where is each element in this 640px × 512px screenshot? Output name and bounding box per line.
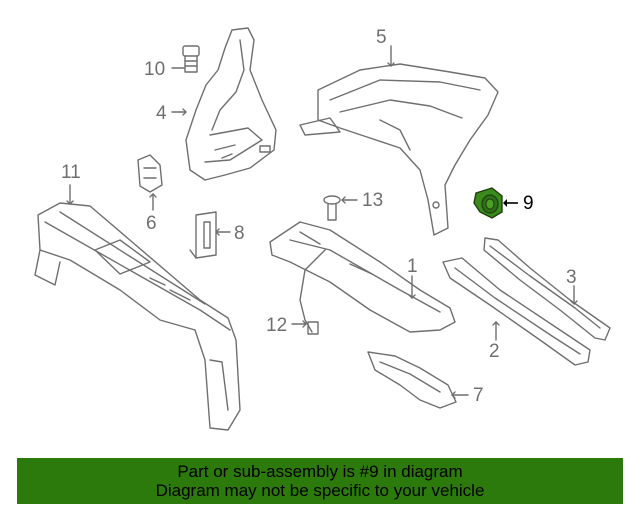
part-11-radiator-support (34, 202, 241, 431)
part-6-small-bracket (137, 154, 163, 193)
callout-11: 11 (61, 162, 81, 183)
part-4-bracket (185, 27, 277, 181)
callout-1: 1 (407, 256, 418, 277)
callout-8: 8 (234, 223, 245, 244)
callout-13: 13 (362, 190, 384, 211)
callout-12: 12 (266, 315, 288, 336)
part-10-plug (182, 45, 200, 73)
callout-6: 6 (146, 213, 157, 234)
part-1-crossmember (269, 221, 456, 333)
part-2-bar (442, 257, 591, 366)
callout-5: 5 (376, 27, 387, 48)
callout-9[interactable]: 9 (523, 193, 534, 214)
banner-line-1: Part or sub-assembly is #9 in diagram (177, 462, 463, 481)
part-5-upper-frame (299, 63, 499, 236)
banner-line-2: Diagram may not be specific to your vehi… (155, 481, 485, 500)
callout-10: 10 (144, 59, 166, 80)
leader-lines (66, 45, 578, 399)
part-8-bracket (189, 211, 217, 259)
part-7-lower-bracket (367, 351, 457, 409)
info-banner: Part or sub-assembly is #9 in diagram Di… (17, 458, 623, 504)
part-13-bolt (323, 195, 341, 221)
callout-7: 7 (473, 385, 484, 406)
parts-diagram (34, 27, 611, 431)
callout-4: 4 (156, 103, 167, 124)
callout-2: 2 (489, 341, 500, 362)
part-9-clip-highlighted[interactable] (473, 187, 518, 219)
part-3-bar (483, 237, 611, 341)
callout-3: 3 (566, 267, 577, 288)
part-12-rod (299, 249, 326, 335)
